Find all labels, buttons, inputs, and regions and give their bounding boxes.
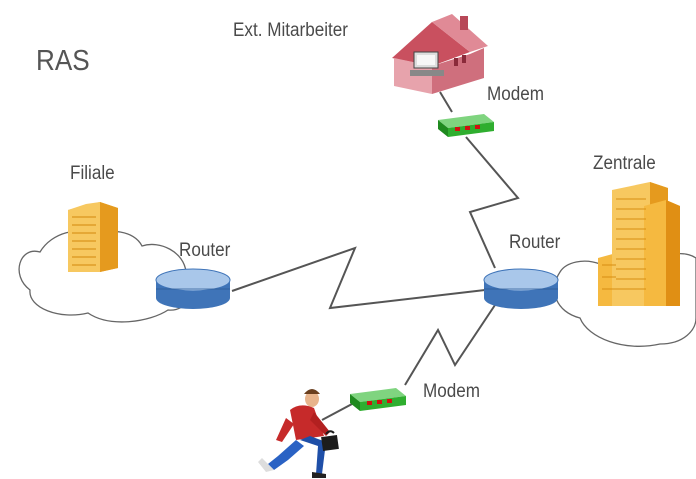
house-icon [392, 14, 488, 94]
link-router-right-to-modem-bottom [404, 304, 496, 386]
router-icon [483, 268, 559, 309]
person-icon [258, 389, 330, 478]
label-router-right: Router [509, 232, 561, 253]
label-zentrale: Zentrale [593, 153, 656, 174]
link-modem-bottom-to-user [321, 403, 353, 421]
router-icon [155, 268, 231, 309]
label-ext-mitarbeiter: Ext. Mitarbeiter [233, 20, 348, 41]
label-filiale: Filiale [70, 163, 115, 184]
modem-icon [438, 114, 494, 137]
modem-icon [350, 388, 406, 411]
link-router-left-to-router-right [231, 246, 486, 310]
label-modem-top: Modem [487, 84, 545, 105]
diagram-title: RAS [36, 45, 90, 77]
briefcase-icon [321, 430, 339, 452]
label-modem-bottom: Modem [423, 381, 481, 402]
building-icon [68, 202, 118, 272]
building-icon [598, 182, 680, 306]
link-modem-top-to-router-right [465, 136, 520, 269]
link-house-to-modem-top [439, 91, 453, 113]
label-router-left: Router [179, 240, 231, 261]
